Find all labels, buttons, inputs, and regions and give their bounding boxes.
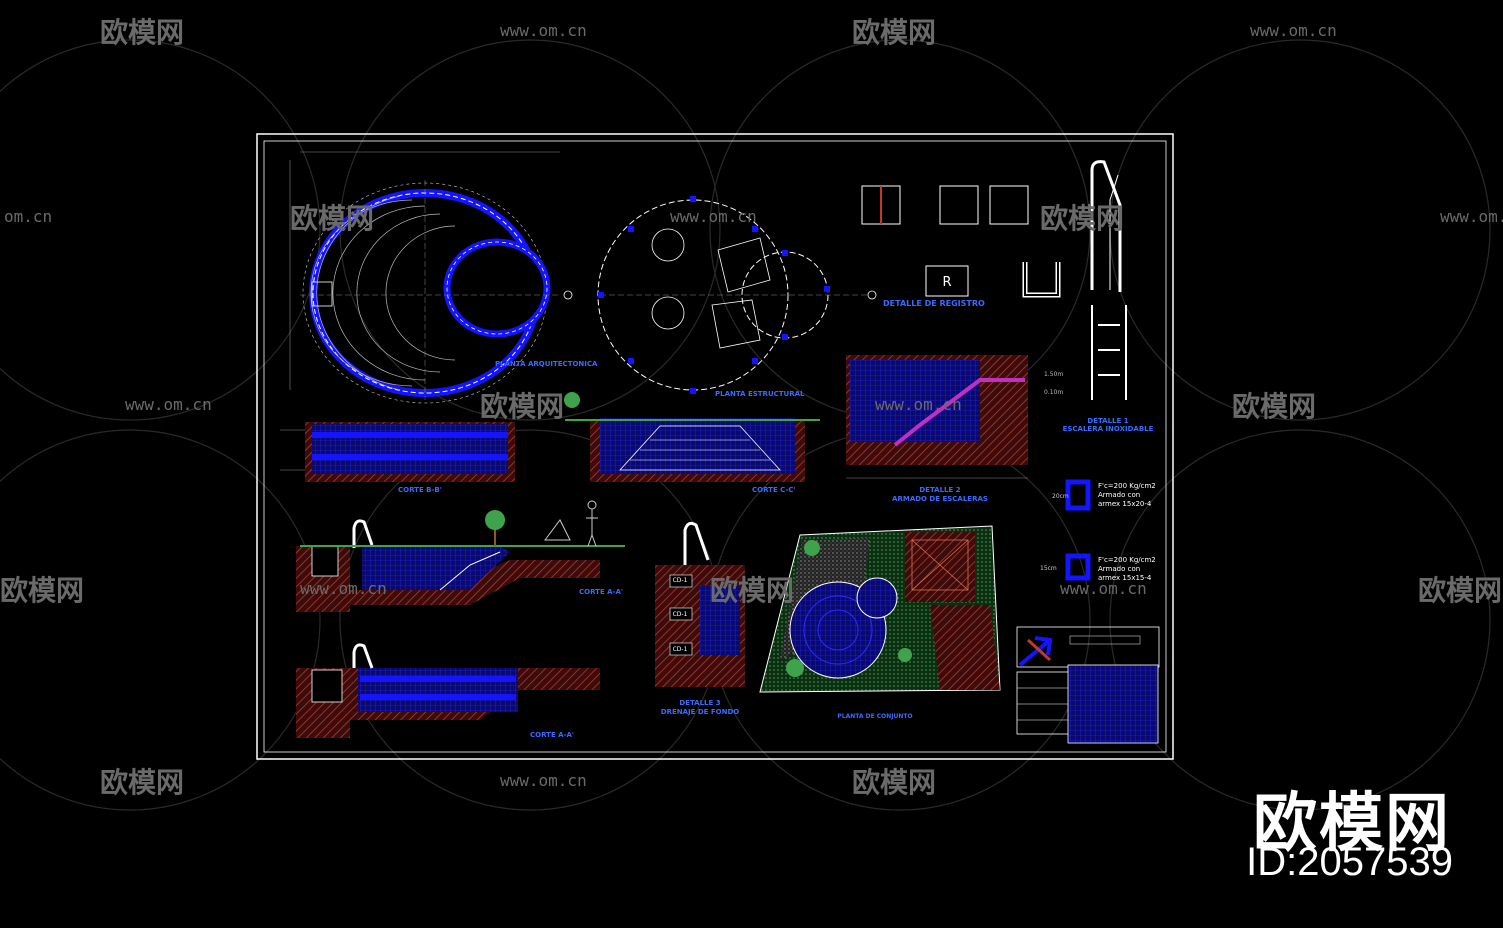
- detail-registro: R DETALLE DE REGISTRO: [861, 185, 1061, 308]
- label-cd3: CD-1: [673, 646, 688, 653]
- watermark-url: www.om.cn: [1060, 579, 1147, 598]
- dim-20: 20cm: [1052, 493, 1069, 500]
- watermark-brand: 欧模网: [852, 767, 936, 798]
- watermark-brand: 欧模网: [1040, 203, 1124, 234]
- watermark-brand: 欧模网: [1232, 391, 1316, 422]
- dim-150: 1.50m: [1044, 371, 1063, 378]
- watermark-url: www.om.cn: [500, 771, 587, 790]
- label-plan-struct: PLANTA ESTRUCTURAL: [715, 390, 805, 398]
- model-id: ID:2057539: [1246, 840, 1453, 884]
- dim-010: 0.10m: [1044, 389, 1063, 396]
- dim-15: 15cm: [1040, 565, 1057, 572]
- watermark-brand: 欧模网: [100, 767, 184, 798]
- watermark-brand: 欧模网: [0, 575, 84, 606]
- section-aa-upper: CORTE A-A': [296, 500, 625, 612]
- spec1-a: F'c=200 Kg/cm2: [1098, 482, 1156, 490]
- detail-drenaje-fondo: CD-1 CD-1 CD-1 DETALLE 3 DRENAJE DE FOND…: [655, 521, 745, 716]
- sheet-inner-frame: [263, 140, 1167, 753]
- watermark-url: www.om.cn: [125, 395, 212, 414]
- label-cd2: CD-1: [673, 611, 688, 618]
- person-icon: [544, 500, 598, 547]
- section-bb: CORTE B-B': [280, 422, 515, 494]
- label-fondo-1: DETALLE 3: [679, 699, 720, 707]
- spec2-a: F'c=200 Kg/cm2: [1098, 556, 1156, 564]
- label-escalera-1: DETALLE 1: [1087, 417, 1128, 425]
- plan-conjunto: PLANTA DE CONJUNTO: [759, 525, 1001, 720]
- label-corte-c: CORTE C-C': [752, 486, 796, 494]
- registro-box-label: R: [942, 275, 951, 290]
- watermark-brand: 欧模网: [290, 203, 374, 234]
- spec2-b: Armado con: [1098, 565, 1140, 573]
- section-aa-lower: CORTE A-A': [296, 643, 600, 739]
- detail-escalera-inoxidable: DETALLE 1 ESCALERA INOXIDABLE: [1063, 160, 1154, 433]
- sheet-outer-frame: [256, 133, 1174, 760]
- plan-structural: PLANTA ESTRUCTURAL: [597, 196, 877, 398]
- watermark-brand: 欧模网: [100, 17, 184, 48]
- section-cc: CORTE C-C': [564, 392, 820, 494]
- label-escalera-2: ESCALERA INOXIDABLE: [1063, 425, 1154, 433]
- brand-logo-text: 欧模网: [1253, 787, 1451, 861]
- label-cd1: CD-1: [673, 577, 688, 584]
- label-corte-aa-2: CORTE A-A': [530, 731, 574, 739]
- watermark-url: www.om.cn: [500, 21, 587, 40]
- watermark-url: www.om.cn: [1440, 207, 1503, 226]
- tree-icon: [485, 510, 505, 546]
- watermark-brand: 欧模网: [1418, 575, 1502, 606]
- label-armado-1: DETALLE 2: [919, 486, 960, 494]
- title-block: [1016, 626, 1160, 744]
- spec1-c: armex 15x20-4: [1098, 500, 1152, 508]
- column-specs: 20cm F'c=200 Kg/cm2 Armado con armex 15x…: [1040, 479, 1156, 582]
- label-detalle-registro: DETALLE DE REGISTRO: [883, 299, 985, 308]
- plan-architectural: PLANTA ARQUITECTONICA: [289, 151, 598, 404]
- detail-armado-escaleras: 1.50m 0.10m DETALLE 2 ARMADO DE ESCALERA…: [846, 355, 1063, 503]
- watermark-layer: 欧模网 www.om.cn 欧模网 www.om.cn om.cn 欧模网 ww…: [0, 17, 1503, 798]
- watermark-brand: 欧模网: [480, 391, 564, 422]
- watermark-brand: 欧模网: [852, 17, 936, 48]
- label-fondo-2: DRENAJE DE FONDO: [661, 708, 740, 716]
- watermark-url: www.om.cn: [875, 395, 962, 414]
- watermark-brand: 欧模网: [710, 575, 794, 606]
- spec2-c: armex 15x15-4: [1098, 574, 1152, 582]
- label-planta-conjunto: PLANTA DE CONJUNTO: [837, 713, 912, 720]
- label-armado-2: ARMADO DE ESCALERAS: [892, 495, 988, 503]
- label-plan-arch: PLANTA ARQUITECTONICA: [495, 360, 598, 368]
- watermark-url: www.om.cn: [300, 579, 387, 598]
- watermark-url: www.om.cn: [1250, 21, 1337, 40]
- label-corte-aa-1: CORTE A-A': [579, 588, 623, 596]
- watermark-url: www.om.cn: [670, 207, 757, 226]
- label-corte-b: CORTE B-B': [398, 486, 442, 494]
- watermark-url-partial: om.cn: [4, 207, 52, 226]
- spec1-b: Armado con: [1098, 491, 1140, 499]
